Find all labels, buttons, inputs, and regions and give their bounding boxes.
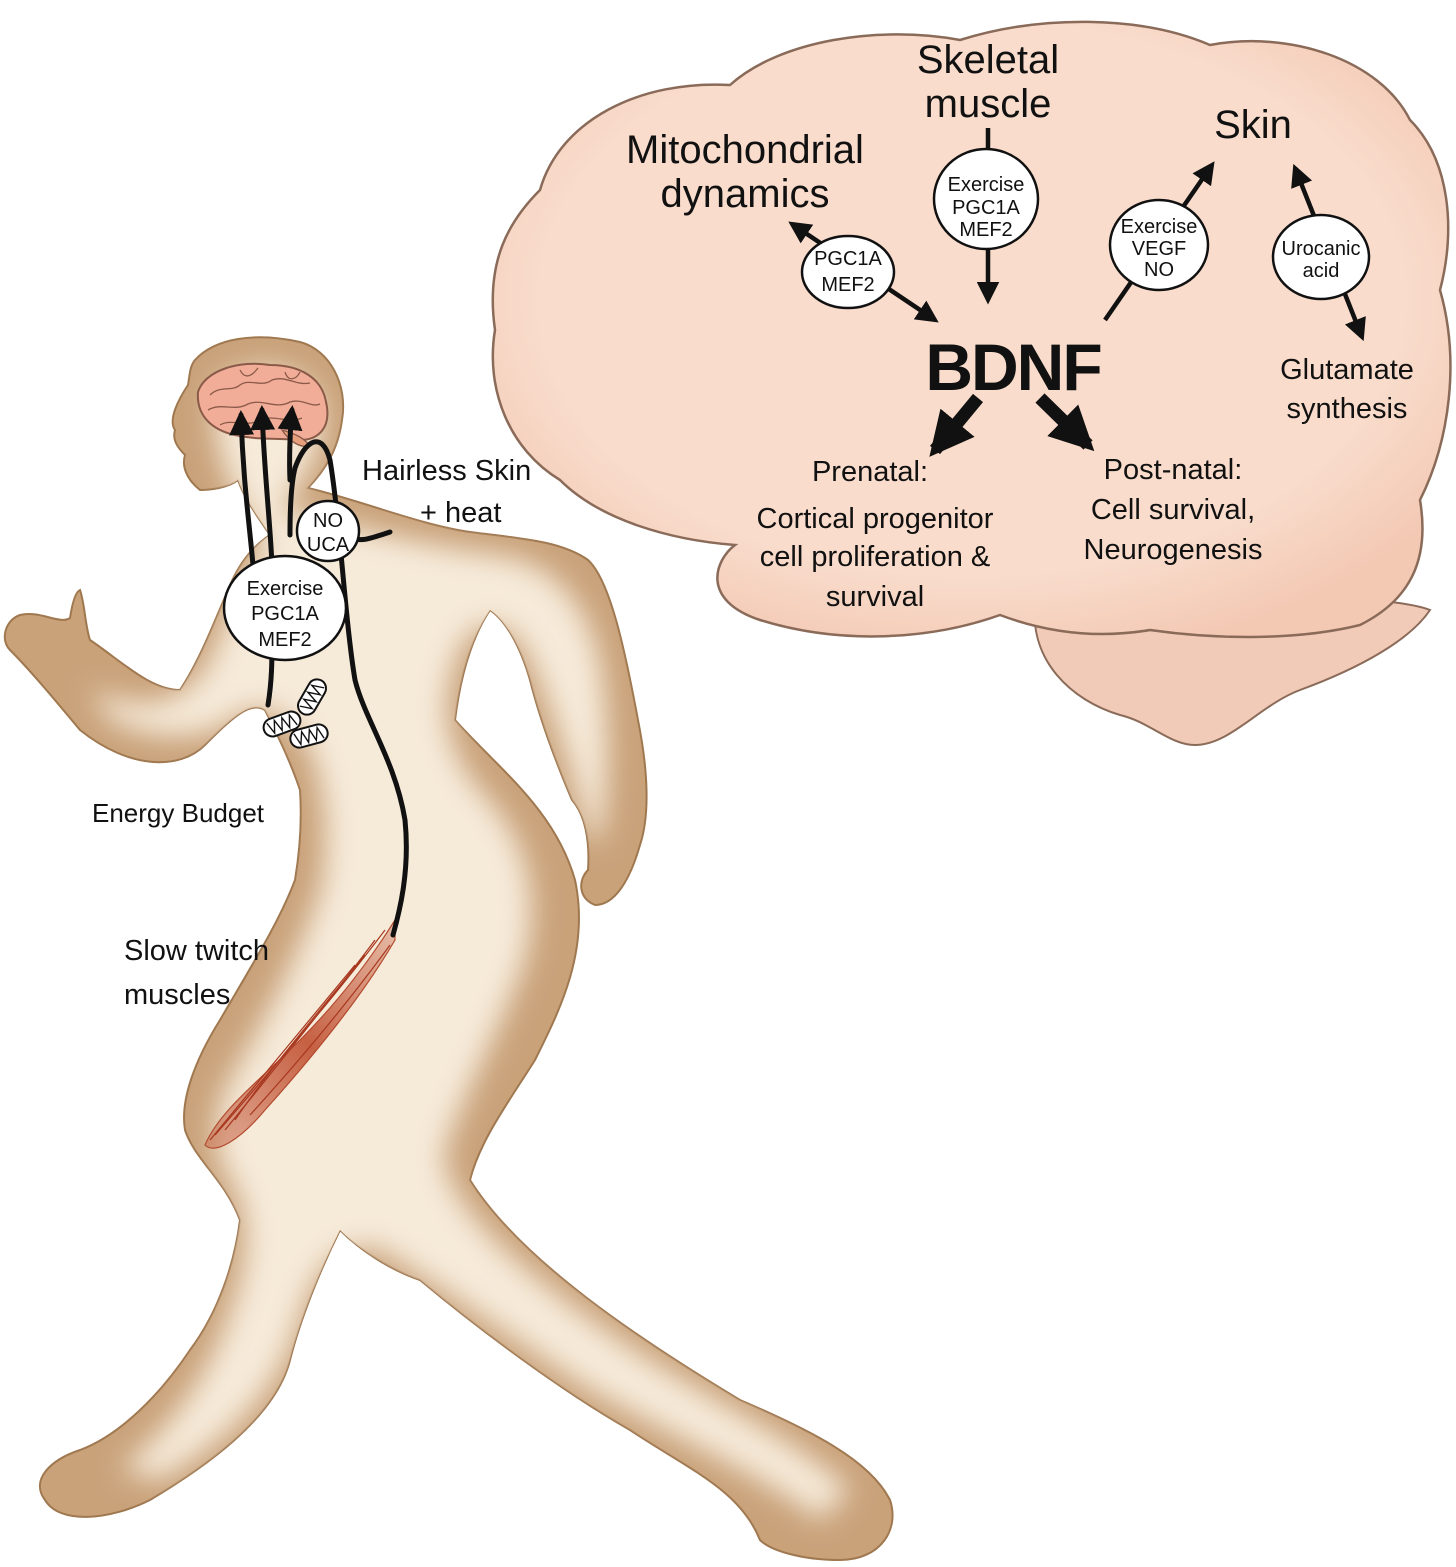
oval-skin-text-1: Exercise <box>1121 216 1198 238</box>
oval-skin-text-3: NO <box>1144 259 1174 281</box>
slow-twitch-label-1: Slow twitch <box>124 935 269 967</box>
energy-budget-label: Energy Budget <box>92 798 265 828</box>
hairless-skin-label-1: Hairless Skin <box>362 455 531 487</box>
arrow-bdnf-to-prenatal <box>929 393 984 457</box>
mitochondrion-icon-1 <box>297 678 327 716</box>
mitochondria-icons <box>262 678 329 749</box>
oval-skin: Exercise VEGF NO <box>1108 198 1210 292</box>
arrow-pathway-head <box>277 405 303 483</box>
glutamate-synthesis-label-1: Glutamate <box>1280 354 1414 386</box>
oval-mito-text-1: PGC1A <box>814 248 882 270</box>
postnatal-label-2: Cell survival, <box>1091 494 1255 526</box>
slow-twitch-muscle <box>204 917 396 1149</box>
oval-exercise: Exercise PGC1A MEF2 <box>222 554 348 662</box>
skeletal-muscle-label-2: muscle <box>925 82 1052 126</box>
bdnf-output-arrows <box>929 393 1095 457</box>
glutamate-synthesis-label-2: synthesis <box>1287 393 1408 425</box>
prenatal-label-1: Prenatal: <box>812 456 928 488</box>
oval-no-uca: NO UCA <box>295 499 361 563</box>
oval-muscle-text-2: PGC1A <box>952 197 1020 219</box>
oval-urocanic-text-2: acid <box>1303 260 1340 282</box>
skeletal-muscle-label-1: Skeletal <box>917 38 1059 82</box>
oval-muscle: Exercise PGC1A MEF2 <box>932 147 1040 251</box>
arrow-exercise-to-brain-left <box>229 410 256 568</box>
postnatal-label-3: Neurogenesis <box>1084 534 1263 566</box>
prenatal-label-2: Cortical progenitor <box>757 503 994 535</box>
mitochondrial-dynamics-label-2: dynamics <box>661 172 830 216</box>
hairless-skin-label-2: + heat <box>420 497 501 529</box>
mitochondrion-icon-3 <box>289 723 329 749</box>
oval-exercise-text-1: Exercise <box>247 578 324 600</box>
oval-no-uca-text-2: UCA <box>307 534 350 556</box>
prenatal-label-3: cell proliferation & <box>760 541 991 573</box>
mitochondrial-dynamics-label-1: Mitochondrial <box>626 128 864 172</box>
oval-muscle-text-3: MEF2 <box>959 219 1012 241</box>
arrow-bdnf-to-postnatal <box>1035 393 1095 452</box>
mitochondrion-icon-2 <box>262 710 302 738</box>
oval-no-uca-text-1: NO <box>313 510 343 532</box>
oval-exercise-text-2: PGC1A <box>251 603 319 625</box>
oval-skin-text-2: VEGF <box>1132 238 1186 260</box>
bdnf-label: BDNF <box>925 330 1100 404</box>
oval-mito: PGC1A MEF2 <box>800 234 896 310</box>
oval-muscle-text-1: Exercise <box>948 174 1025 196</box>
pathway-muscle-to-brain <box>287 439 409 938</box>
postnatal-label-1: Post-natal: <box>1104 454 1243 486</box>
oval-mito-text-2: MEF2 <box>821 274 874 296</box>
slow-twitch-label-2: muscles <box>124 979 230 1011</box>
oval-urocanic: Urocanic acid <box>1271 213 1371 301</box>
body-pathways <box>229 405 409 938</box>
oval-urocanic-text-1: Urocanic <box>1282 238 1361 260</box>
prenatal-label-4: survival <box>826 581 924 613</box>
skin-label: Skin <box>1214 103 1292 147</box>
oval-exercise-text-3: MEF2 <box>258 629 311 651</box>
